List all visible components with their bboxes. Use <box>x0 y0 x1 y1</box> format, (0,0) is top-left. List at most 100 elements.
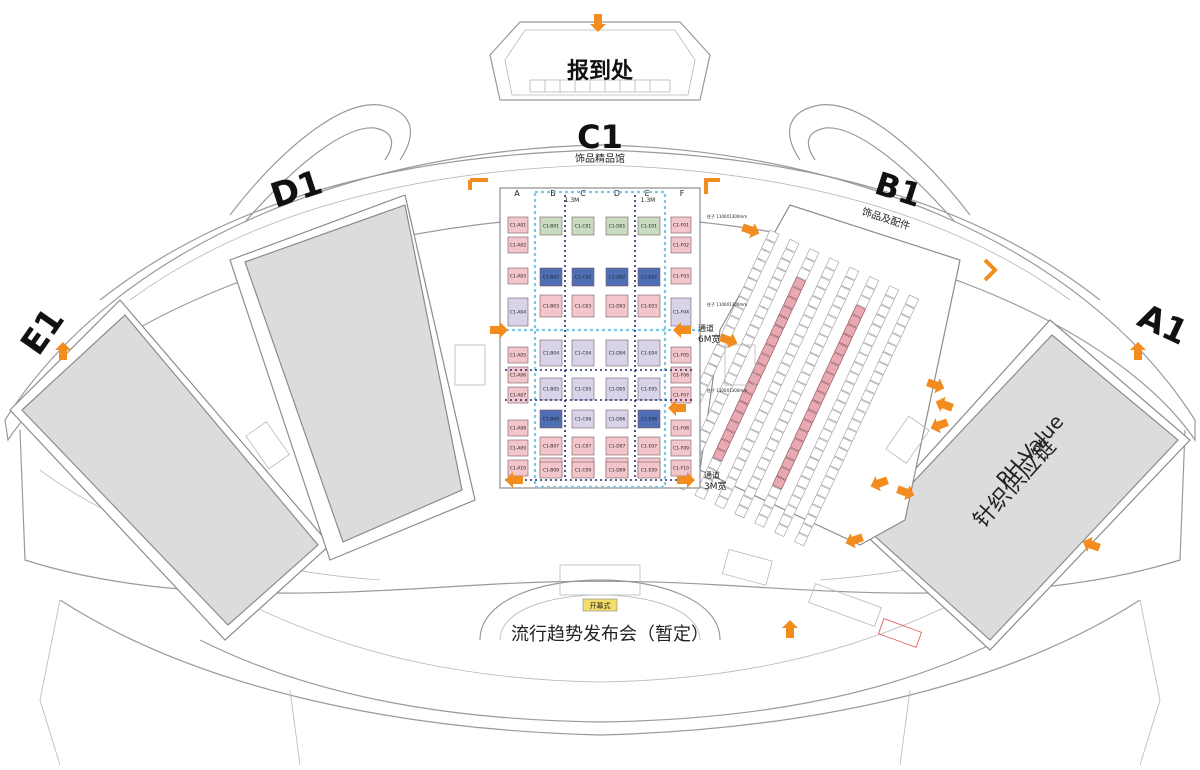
b1-booth[interactable] <box>723 476 738 491</box>
b1-booth[interactable] <box>787 286 802 300</box>
b1-booth[interactable] <box>785 447 800 462</box>
b1-booth[interactable] <box>776 362 791 376</box>
b1-booth[interactable] <box>710 400 724 415</box>
b1-booth[interactable] <box>825 361 840 376</box>
booth-inner[interactable] <box>637 216 661 236</box>
booth-right[interactable] <box>670 267 692 285</box>
b1-booth[interactable] <box>805 352 820 367</box>
booth-inner[interactable] <box>605 461 629 479</box>
b1-booth[interactable] <box>794 532 809 547</box>
b1-booth[interactable] <box>703 467 718 481</box>
booth-inner[interactable] <box>571 267 595 287</box>
b1-booth[interactable] <box>823 418 837 433</box>
booth-inner[interactable] <box>605 436 629 456</box>
b1-booth[interactable] <box>756 352 771 367</box>
booth-left[interactable] <box>507 419 529 437</box>
b1-booth[interactable] <box>761 239 776 253</box>
b1-booth[interactable] <box>763 286 778 301</box>
b1-booth[interactable] <box>714 391 729 405</box>
b1-booth[interactable] <box>699 372 713 386</box>
b1-booth[interactable] <box>758 400 773 414</box>
b1-booth[interactable] <box>876 304 891 319</box>
booth-right[interactable] <box>670 216 692 234</box>
b1-booth[interactable] <box>820 371 835 385</box>
b1-booth[interactable] <box>800 466 815 480</box>
b1-booth[interactable] <box>807 504 822 518</box>
b1-booth[interactable] <box>718 485 733 500</box>
b1-booth[interactable] <box>752 258 767 272</box>
booth-inner[interactable] <box>605 409 629 429</box>
b1-booth[interactable] <box>900 304 915 318</box>
b1-booth[interactable] <box>831 399 846 414</box>
b1-booth[interactable] <box>758 504 773 519</box>
b1-booth[interactable] <box>816 485 831 499</box>
booth-inner[interactable] <box>571 339 595 367</box>
booth-inner[interactable] <box>637 267 661 287</box>
b1-booth[interactable] <box>745 428 760 443</box>
booth-inner[interactable] <box>571 216 595 236</box>
b1-booth[interactable] <box>725 419 740 434</box>
b1-booth[interactable] <box>891 323 906 337</box>
b1-booth[interactable] <box>781 352 795 367</box>
b1-booth[interactable] <box>794 324 809 338</box>
b1-booth[interactable] <box>807 399 822 414</box>
b1-booth[interactable] <box>825 465 840 480</box>
b1-booth[interactable] <box>712 448 727 462</box>
b1-booth[interactable] <box>754 305 769 320</box>
b1-booth[interactable] <box>747 476 762 490</box>
booth-inner[interactable] <box>637 461 661 479</box>
b1-booth[interactable] <box>734 400 749 415</box>
b1-booth[interactable] <box>834 446 849 461</box>
b1-booth[interactable] <box>800 361 815 376</box>
b1-booth[interactable] <box>707 353 722 367</box>
b1-booth[interactable] <box>827 304 842 319</box>
b1-booth[interactable] <box>787 390 802 405</box>
b1-booth[interactable] <box>730 305 744 320</box>
b1-booth[interactable] <box>703 362 718 377</box>
b1-booth[interactable] <box>805 456 820 471</box>
b1-booth[interactable] <box>867 323 882 338</box>
b1-booth[interactable] <box>780 456 795 471</box>
b1-booth[interactable] <box>732 353 747 367</box>
b1-booth[interactable] <box>896 313 911 328</box>
booth-inner[interactable] <box>539 294 563 318</box>
b1-booth[interactable] <box>723 372 738 386</box>
b1-booth[interactable] <box>778 513 793 528</box>
booth-right[interactable] <box>670 439 692 457</box>
b1-booth[interactable] <box>743 485 758 500</box>
b1-booth[interactable] <box>812 286 826 300</box>
b1-booth[interactable] <box>843 427 857 442</box>
b1-booth[interactable] <box>843 323 857 338</box>
b1-booth[interactable] <box>832 295 846 309</box>
b1-booth[interactable] <box>871 313 886 328</box>
booth-inner[interactable] <box>539 436 563 456</box>
b1-booth[interactable] <box>827 409 842 423</box>
b1-booth[interactable] <box>778 305 793 319</box>
b1-booth[interactable] <box>750 315 764 329</box>
booth-left[interactable] <box>507 267 529 285</box>
booth-right[interactable] <box>670 366 692 384</box>
b1-booth[interactable] <box>736 447 751 462</box>
b1-booth[interactable] <box>778 409 793 424</box>
b1-booth[interactable] <box>803 513 817 528</box>
b1-booth[interactable] <box>738 495 753 509</box>
b1-booth[interactable] <box>754 409 769 424</box>
b1-booth[interactable] <box>803 305 818 319</box>
b1-booth[interactable] <box>745 324 760 339</box>
b1-booth[interactable] <box>854 352 869 366</box>
b1-booth[interactable] <box>851 408 866 423</box>
b1-booth[interactable] <box>885 285 900 300</box>
b1-booth[interactable] <box>807 295 822 310</box>
b1-booth[interactable] <box>794 428 809 442</box>
b1-booth[interactable] <box>743 277 758 291</box>
b1-booth[interactable] <box>763 494 778 509</box>
b1-booth[interactable] <box>887 332 902 347</box>
b1-booth[interactable] <box>756 248 771 263</box>
b1-booth[interactable] <box>767 381 782 395</box>
b1-booth[interactable] <box>816 380 831 395</box>
booth-inner[interactable] <box>605 294 629 318</box>
booth-inner[interactable] <box>637 409 661 429</box>
b1-booth[interactable] <box>878 351 893 366</box>
b1-booth[interactable] <box>725 315 740 329</box>
b1-booth[interactable] <box>769 324 784 338</box>
